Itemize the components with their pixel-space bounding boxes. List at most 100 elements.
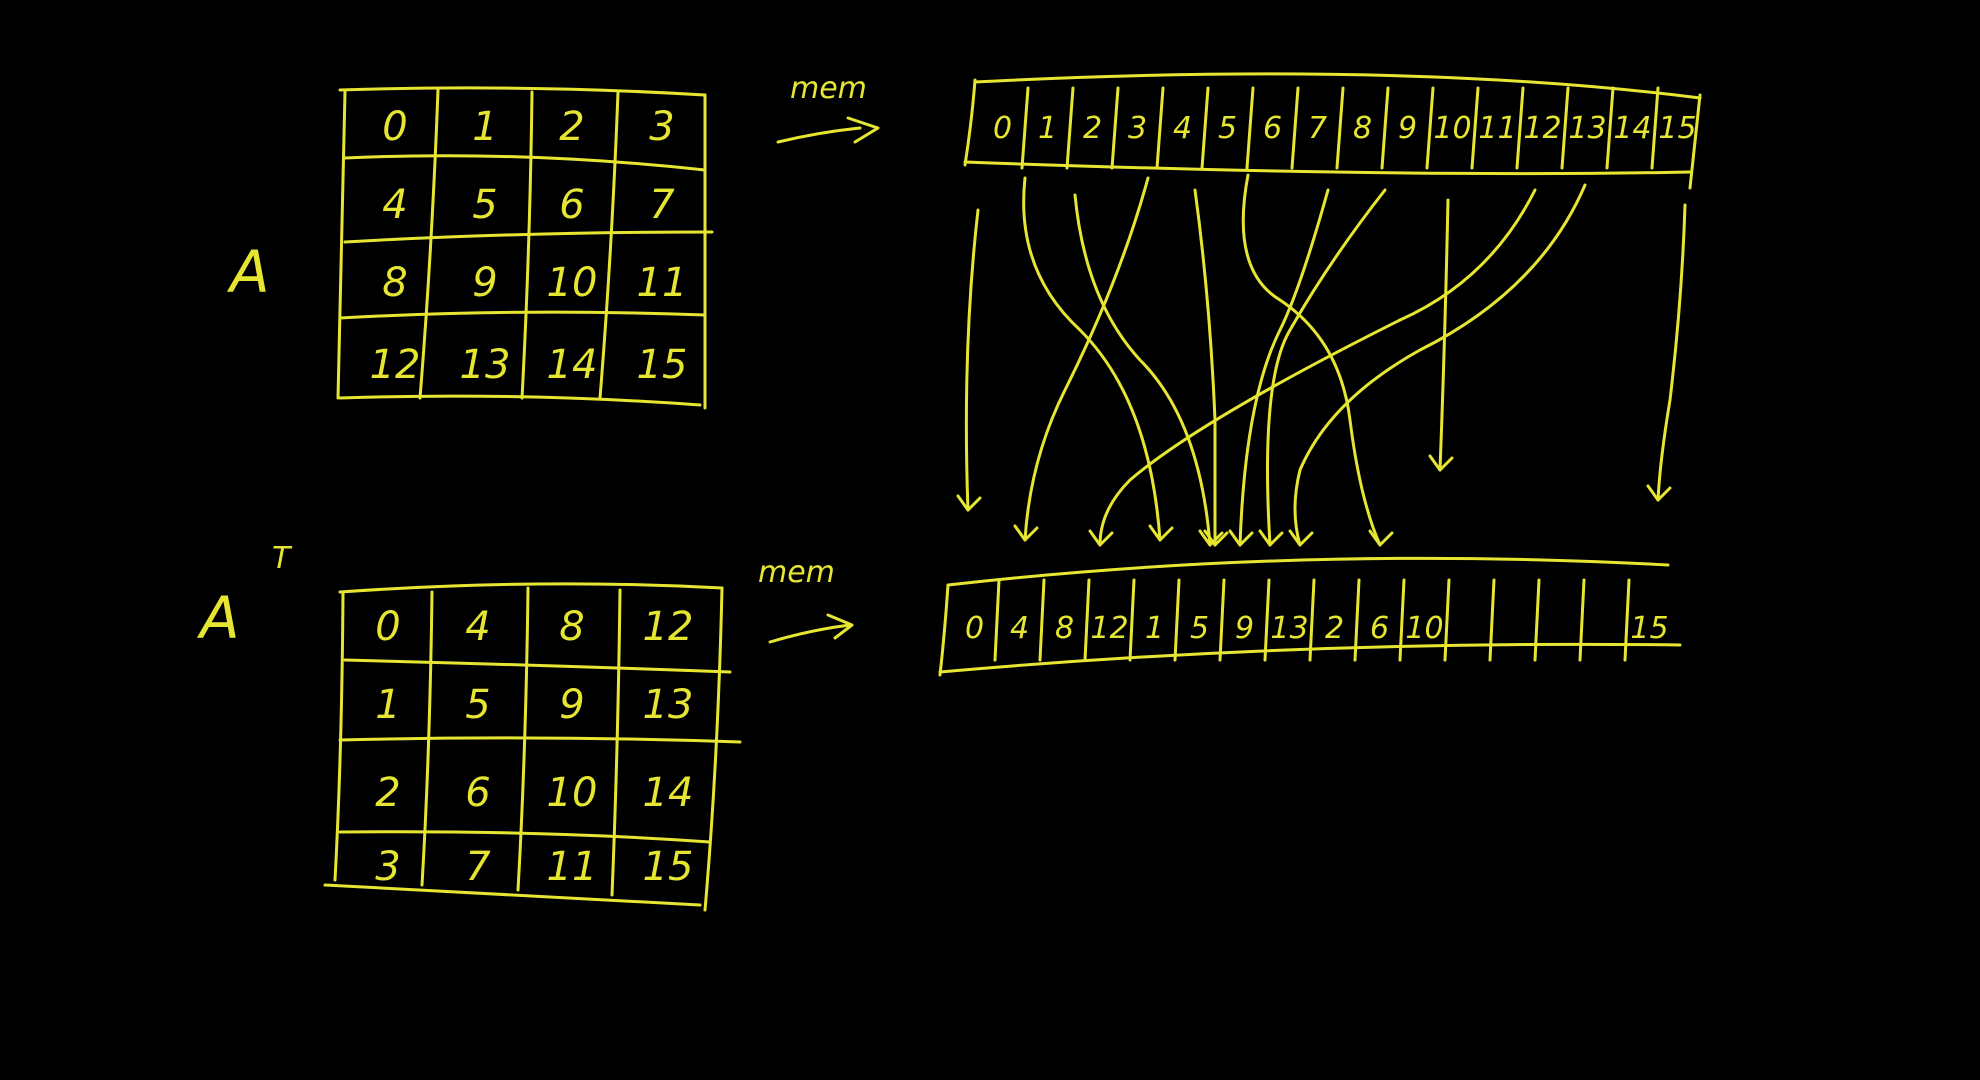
- memory-strip-bottom: [938, 556, 1682, 677]
- matrix-at-cell: 5: [465, 682, 490, 728]
- memory-top-cell: 9: [1398, 111, 1417, 146]
- matrix-a-cell: 0: [382, 104, 407, 150]
- arrow-head-icon: [956, 494, 982, 512]
- arrow-head-icon: [1228, 529, 1254, 547]
- memory-top-cell: 5: [1218, 111, 1237, 146]
- matrix-a-cell: 9: [472, 260, 497, 306]
- matrix-at-cell: 9: [559, 682, 584, 728]
- memory-top-cell: 14: [1613, 111, 1651, 146]
- matrix-at-cell: 15: [643, 844, 694, 890]
- matrix-a-cell: 13: [460, 342, 511, 388]
- arrow-head-icon: [1198, 529, 1224, 547]
- memory-bottom-divider: [1488, 578, 1496, 662]
- memory-top-cell: 11: [1478, 111, 1516, 146]
- memory-top-divider: [1065, 86, 1075, 170]
- matrix-a-label: A: [226, 238, 270, 306]
- memory-bottom-cell: 15: [1630, 611, 1668, 646]
- matrix-a-cell: 3: [649, 104, 674, 150]
- memory-bottom-divider: [1578, 578, 1586, 662]
- memory-top-divider: [1335, 86, 1345, 170]
- memory-bottom-cell: 8: [1055, 611, 1074, 646]
- matrix-at-cell: 11: [547, 844, 598, 890]
- memory-bottom-divider: [1623, 578, 1631, 662]
- matrix-a-cell: 15: [637, 342, 688, 388]
- memory-bottom-divider: [1308, 578, 1316, 662]
- arrow-right-icon-bottom: [768, 613, 854, 644]
- memory-bottom-cell: 2: [1325, 611, 1344, 646]
- matrix-a-cell: 5: [472, 182, 497, 228]
- arrow-right-icon-top: [776, 116, 880, 144]
- matrix-at-cell: 2: [375, 770, 400, 816]
- memory-bottom-divider: [1398, 578, 1406, 662]
- matrix-a-cell: 4: [382, 182, 407, 228]
- matrix-a-cell: 11: [637, 260, 688, 306]
- memory-top-divider: [1110, 86, 1120, 170]
- matrix-a-cell: 6: [559, 182, 584, 228]
- matrix-at-cell: 12: [643, 604, 694, 650]
- memory-top-cell: 1: [1038, 111, 1057, 146]
- memory-bottom-divider: [1533, 578, 1541, 662]
- memory-bottom-cell: 10: [1405, 611, 1443, 646]
- matrix-a-cell: 12: [370, 342, 421, 388]
- matrix-at-cell: 1: [375, 682, 400, 728]
- matrix-a-cell: 2: [559, 104, 584, 150]
- memory-top-divider: [1470, 86, 1480, 170]
- arrow-head-icon: [1203, 529, 1229, 547]
- memory-bottom-divider: [1173, 578, 1181, 662]
- memory-bottom-cell: 12: [1090, 611, 1128, 646]
- arrow-head-icon: [1428, 454, 1454, 472]
- memory-top-divider: [1380, 86, 1390, 170]
- matrix-a-cell: 8: [382, 260, 407, 306]
- memory-bottom-divider: [1353, 578, 1361, 662]
- matrix-a-cell: 14: [547, 342, 598, 388]
- memory-top-divider: [1290, 86, 1300, 170]
- memory-top-cell: 13: [1568, 111, 1606, 146]
- memory-top-cell: 12: [1523, 111, 1561, 146]
- memory-top-divider: [1425, 86, 1435, 170]
- memory-top-cell: 2: [1083, 111, 1102, 146]
- memory-bottom-divider: [1083, 578, 1091, 662]
- memory-top-cell: 6: [1263, 111, 1282, 146]
- memory-top-cell: 10: [1433, 111, 1471, 146]
- memory-top-cell: 3: [1128, 111, 1147, 146]
- memory-bottom-cell: 1: [1145, 611, 1164, 646]
- memory-bottom-divider: [1263, 578, 1271, 662]
- matrix-at-cell: 0: [375, 604, 400, 650]
- memory-top-divider: [1605, 86, 1615, 170]
- matrix-at-cell: 10: [547, 770, 598, 816]
- arrow-head-icon: [1088, 529, 1114, 547]
- matrix-at-cell: 14: [643, 770, 694, 816]
- memory-top-cell: 7: [1308, 111, 1327, 146]
- matrix-a-cell: 10: [547, 260, 598, 306]
- mem-label-top: mem: [790, 71, 867, 106]
- arrow-head-icon: [1646, 484, 1672, 502]
- memory-bottom-cell: 5: [1190, 611, 1209, 646]
- memory-bottom-cell: 6: [1370, 611, 1389, 646]
- matrix-at-cell: 13: [643, 682, 694, 728]
- arrow-head-icons: [956, 454, 1672, 547]
- arrow-head-icon: [1013, 524, 1039, 542]
- memory-bottom-divider: [1128, 578, 1136, 662]
- memory-top-divider: [1200, 86, 1210, 170]
- matrix-at-cell: 4: [465, 604, 490, 650]
- matrix-at-cell: 8: [559, 604, 584, 650]
- memory-top-cell: 4: [1173, 111, 1192, 146]
- memory-top-divider: [1155, 86, 1165, 170]
- matrix-at-cell: 3: [375, 844, 400, 890]
- memory-top-cell: 15: [1658, 111, 1696, 146]
- memory-bottom-divider: [1038, 578, 1046, 662]
- memory-top-divider: [1245, 86, 1255, 170]
- matrix-at-cell: 6: [465, 770, 490, 816]
- mem-label-bottom: mem: [758, 555, 835, 590]
- matrix-at-cell: 7: [465, 844, 491, 890]
- memory-top-divider: [1020, 86, 1030, 170]
- matrix-at-superscript: T: [272, 541, 293, 576]
- memory-top-cell: 8: [1353, 111, 1372, 146]
- memory-bottom-cell: 13: [1270, 611, 1308, 646]
- matrix-at-grid: [323, 582, 742, 912]
